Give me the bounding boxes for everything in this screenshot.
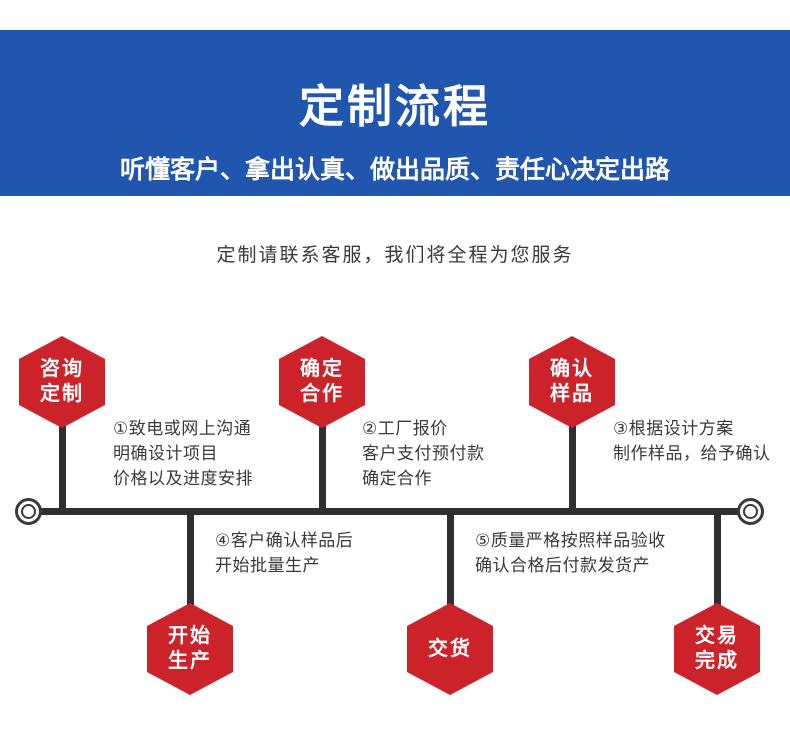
step-badge-5-line1: 交货 (428, 637, 472, 660)
step-badge-5[interactable]: 交货 (407, 603, 493, 695)
step-description-3-line-1: ③根据设计方案 (613, 419, 734, 438)
connector-stem-step-1 (59, 424, 66, 512)
timeline-start-marker-icon (15, 498, 42, 525)
connector-stem-step-5 (447, 511, 454, 606)
step-description-3: ③根据设计方案 制作样品，给予确认 (613, 416, 771, 466)
step-badge-6[interactable]: 交易 完成 (674, 603, 760, 695)
step-badge-3[interactable]: 确认 样品 (529, 336, 615, 428)
step-description-4: ④客户确认样品后 开始批量生产 (215, 528, 353, 578)
step-description-4-line-2: 开始批量生产 (215, 556, 320, 575)
step-badge-2-line2: 合作 (300, 383, 344, 405)
step-badge-3-line1: 确认 (550, 358, 594, 380)
step-badge-1[interactable]: 咨询 定制 (19, 336, 105, 428)
step-description-5-line-1: ⑤质量严格按照样品验收 (475, 531, 666, 550)
step-description-4-line-1: ④客户确认样品后 (215, 531, 354, 550)
step-badge-4-line1: 开始 (168, 625, 212, 647)
step-description-1-line-1: ①致电或网上沟通 (113, 419, 252, 438)
connector-stem-step-2 (319, 424, 326, 512)
step-badge-3-line2: 样品 (550, 383, 594, 405)
connector-stem-step-6 (714, 511, 721, 606)
page-title: 定制流程 (298, 81, 491, 132)
step-badge-1-line2: 定制 (40, 383, 84, 405)
step-badge-4-line2: 生产 (168, 650, 212, 672)
connector-stem-step-3 (569, 424, 576, 512)
step-badge-2[interactable]: 确定 合作 (279, 336, 365, 428)
step-badge-1-line1: 咨询 (40, 358, 84, 380)
step-description-2-line-1: ②工厂报价 (362, 419, 448, 438)
step-description-3-line-2: 制作样品，给予确认 (613, 444, 771, 463)
header-banner: 定制流程 听懂客户、拿出认真、做出品质、责任心决定出路 (0, 30, 790, 196)
step-description-1-line-2: 明确设计项目 (113, 444, 218, 463)
timeline-end-marker-icon (737, 498, 764, 525)
page-subtitle: 听懂客户、拿出认真、做出品质、责任心决定出路 (119, 156, 670, 184)
step-description-5: ⑤质量严格按照样品验收 确认合格后付款发货产 (475, 528, 666, 578)
step-badge-4[interactable]: 开始 生产 (147, 603, 233, 695)
step-description-2-line-2: 客户支付预付款 (362, 444, 485, 463)
timeline-axis (30, 508, 746, 515)
service-note: 定制请联系客服，我们将全程为您服务 (216, 245, 574, 266)
step-description-5-line-2: 确认合格后付款发货产 (475, 556, 650, 575)
step-description-2-line-3: 确定合作 (362, 469, 432, 488)
step-description-1: ①致电或网上沟通 明确设计项目 价格以及进度安排 (113, 416, 253, 491)
connector-stem-step-4 (187, 511, 194, 606)
step-badge-6-line1: 交易 (695, 625, 739, 647)
step-badge-2-line1: 确定 (300, 358, 344, 380)
step-badge-6-line2: 完成 (695, 650, 739, 672)
step-description-2: ②工厂报价 客户支付预付款 确定合作 (362, 416, 485, 491)
step-description-1-line-3: 价格以及进度安排 (113, 469, 253, 488)
